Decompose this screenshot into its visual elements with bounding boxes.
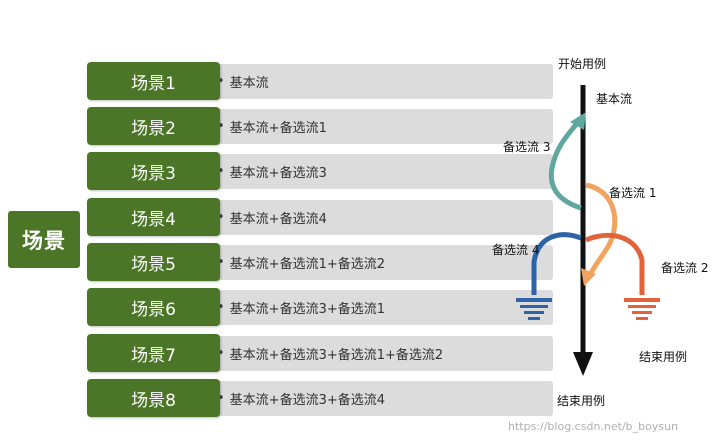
- bullet-icon: •: [217, 119, 225, 134]
- scenario-description: •基本流: [207, 64, 553, 99]
- scenario-description: •基本流+备选流1+备选流2: [207, 245, 553, 280]
- alt-flow-2-path: [585, 232, 645, 295]
- alt-flow-2-ground-icon: [624, 298, 660, 320]
- use-case-flow-diagram: [516, 85, 660, 376]
- scenario-row: •基本流+备选流3+备选流4 场景8: [87, 379, 553, 417]
- scenario-row: •基本流+备选流3 场景3: [87, 152, 553, 190]
- scenario-description: •基本流+备选流1: [207, 109, 553, 144]
- scenario-row: •基本流+备选流1 场景2: [87, 107, 553, 145]
- scenario-name: 场景4: [87, 198, 220, 236]
- scenario-description: •基本流+备选流4: [207, 200, 553, 235]
- alt-flow-3-label: 备选流 3: [503, 140, 551, 154]
- alt-flow-4-path: [531, 232, 582, 295]
- bullet-icon: •: [217, 346, 225, 361]
- scenario-category-label: 场景: [8, 211, 80, 268]
- alt-flow-2-label: 备选流 2: [661, 261, 709, 275]
- start-use-case-label: 开始用例: [558, 57, 607, 71]
- bullet-icon: •: [217, 210, 225, 225]
- scenario-name: 场景8: [87, 379, 220, 417]
- bullet-icon: •: [217, 300, 225, 315]
- alt-flow-3-path: [548, 118, 582, 211]
- end-use-case-label: 结束用例: [557, 394, 606, 408]
- scenario-name: 场景5: [87, 243, 220, 281]
- scenario-name: 场景3: [87, 152, 220, 190]
- alt-flow-1-path: [585, 182, 618, 280]
- scenario-row: •基本流 场景1: [87, 62, 553, 100]
- scenario-description: •基本流+备选流3+备选流4: [207, 381, 553, 416]
- bullet-icon: •: [217, 255, 225, 270]
- basic-flow-arrowhead: [573, 352, 593, 376]
- scenario-name: 场景2: [87, 107, 220, 145]
- scenario-row: •基本流+备选流3+备选流1+备选流2 场景7: [87, 334, 553, 372]
- alt-flow-4-ground-icon: [516, 298, 552, 320]
- watermark-text: https://blog.csdn.net/b_boysun: [508, 420, 679, 433]
- basic-flow-label: 基本流: [596, 92, 633, 106]
- scenario-row: •基本流+备选流1+备选流2 场景5: [87, 243, 553, 281]
- alt-end-use-case-label: 结束用例: [639, 350, 688, 364]
- scenario-name: 场景7: [87, 334, 220, 372]
- scenario-name: 场景6: [87, 288, 220, 326]
- alt-flow-1-arrowhead: [581, 268, 596, 286]
- scenario-name: 场景1: [87, 62, 220, 100]
- scenario-description: •基本流+备选流3+备选流1+备选流2: [207, 336, 553, 371]
- scenario-row: •基本流+备选流4 场景4: [87, 198, 553, 236]
- bullet-icon: •: [217, 74, 225, 89]
- bullet-icon: •: [217, 164, 225, 179]
- alt-flow-4-label: 备选流 4: [492, 243, 540, 257]
- alt-flow-1-label: 备选流 1: [609, 186, 657, 200]
- scenario-row: •基本流+备选流3+备选流1 场景6: [87, 288, 553, 326]
- scenario-description: •基本流+备选流3+备选流1: [207, 290, 553, 325]
- scenario-description: •基本流+备选流3: [207, 154, 553, 189]
- alt-flow-3-arrowhead: [570, 112, 586, 130]
- bullet-icon: •: [217, 391, 225, 406]
